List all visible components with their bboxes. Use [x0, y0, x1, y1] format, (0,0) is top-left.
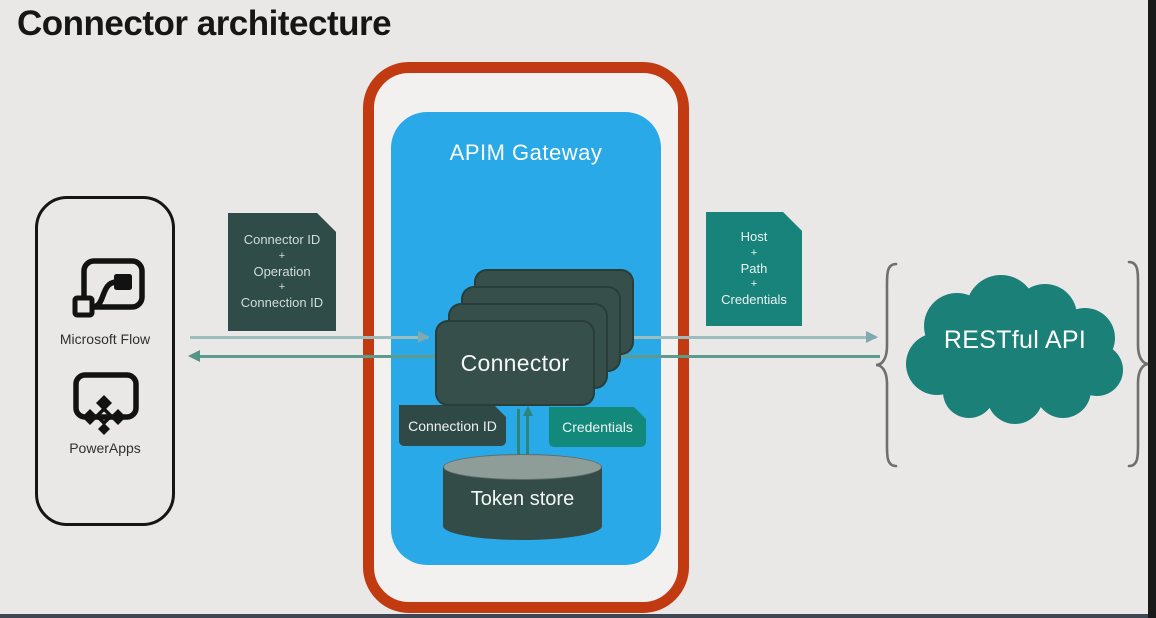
request-arrow-left	[190, 336, 428, 339]
page-title: Connector architecture	[17, 4, 392, 43]
payload-line: Connection ID	[240, 295, 324, 311]
credentials-tag: Credentials	[549, 407, 646, 447]
powerapps-label: PowerApps	[69, 440, 141, 456]
connection-id-tag: Connection ID	[399, 405, 506, 446]
arrowhead-right-icon	[418, 331, 430, 343]
left-brace-icon	[875, 262, 898, 468]
payload-line: Host	[740, 228, 768, 244]
token-store-up-arrow	[526, 414, 529, 467]
folded-corner-icon	[783, 212, 802, 231]
backend-payload-doc: Host + Path + Credentials	[706, 212, 802, 326]
plus-sign: +	[750, 246, 758, 259]
request-arrow-right	[598, 336, 876, 339]
folded-corner-icon	[317, 213, 336, 232]
payload-line: Path	[740, 260, 768, 276]
arrowhead-up-icon	[522, 406, 533, 416]
restful-api-label: RESTful API	[943, 326, 1087, 354]
token-store-down-arrow	[517, 409, 520, 466]
database-top-icon	[443, 454, 602, 480]
microsoft-flow-label: Microsoft Flow	[59, 331, 151, 347]
payload-line: Credentials	[721, 292, 787, 308]
screen-edge	[1148, 0, 1156, 618]
plus-sign: +	[278, 249, 286, 262]
plus-sign: +	[750, 278, 758, 291]
token-store-database-icon: Token store	[443, 454, 602, 540]
microsoft-flow-icon	[72, 258, 145, 318]
plus-sign: +	[278, 281, 286, 294]
arrowhead-left-icon	[188, 350, 200, 362]
request-payload-doc: Connector ID + Operation + Connection ID	[228, 213, 336, 331]
token-store-label: Token store	[470, 488, 575, 510]
screen-edge	[0, 614, 1156, 618]
clients-panel: Microsoft Flow PowerApps	[35, 196, 175, 526]
powerapps-icon	[73, 372, 139, 435]
restful-api-cloud-shape	[906, 275, 1123, 424]
connector-card: Connector	[435, 320, 595, 406]
payload-line: Operation	[253, 263, 311, 279]
payload-line: Connector ID	[243, 231, 321, 247]
apim-gateway-title: APIM Gateway	[449, 140, 603, 165]
arrowhead-right-icon	[866, 331, 878, 343]
